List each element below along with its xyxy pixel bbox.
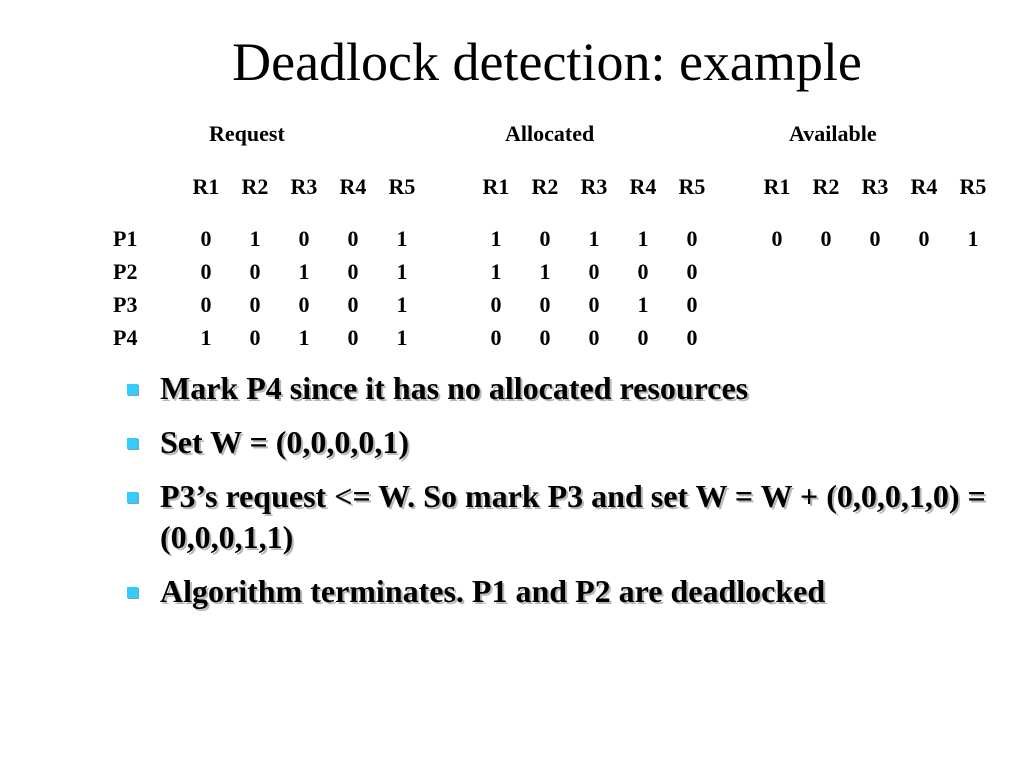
allocated-cell: 0	[588, 292, 600, 317]
allocated-cell: 1	[490, 259, 502, 284]
available-label: Available	[789, 121, 877, 146]
request-cell: 0	[249, 259, 261, 284]
process-label: P1	[113, 226, 138, 251]
allocated-resource-header: R4	[629, 174, 657, 199]
allocated-cell: 0	[637, 259, 649, 284]
allocated-resource-header: R3	[580, 174, 608, 199]
square-bullet-icon	[127, 384, 138, 395]
request-cell: 0	[347, 259, 359, 284]
request-cell: 0	[347, 325, 359, 350]
allocated-cell: 0	[539, 292, 551, 317]
bullet-item: Mark P4 since it has no allocated resour…	[118, 368, 1008, 409]
request-cell: 1	[298, 325, 310, 350]
slide-title: Deadlock detection: example	[232, 32, 862, 92]
bullet-item: Algorithm terminates. P1 and P2 are dead…	[118, 571, 1008, 612]
process-label: P2	[113, 259, 138, 284]
available-resource-header: R2	[812, 174, 840, 199]
request-cell: 0	[200, 226, 212, 251]
available-resource-header: R3	[861, 174, 889, 199]
request-cell: 1	[200, 325, 212, 350]
request-resource-header: R1	[192, 174, 220, 199]
allocated-cell: 0	[588, 325, 600, 350]
allocated-resource-header: R1	[482, 174, 510, 199]
request-cell: 0	[347, 292, 359, 317]
bullet-text: Algorithm terminates. P1 and P2 are dead…	[160, 573, 826, 609]
available-resource-header: R1	[763, 174, 791, 199]
allocated-resource-header: R2	[531, 174, 559, 199]
allocated-cell: 1	[637, 226, 649, 251]
allocated-label: Allocated	[505, 121, 595, 146]
request-cell: 1	[396, 259, 408, 284]
allocated-cell: 0	[539, 226, 551, 251]
available-resource-header: R4	[910, 174, 938, 199]
square-bullet-icon	[127, 587, 138, 598]
bullet-item: Set W = (0,0,0,0,1)	[118, 422, 1008, 463]
available-cell: 0	[918, 226, 930, 251]
request-cell: 1	[396, 226, 408, 251]
allocated-cell: 1	[539, 259, 551, 284]
request-cell: 1	[396, 292, 408, 317]
available-cell: 0	[771, 226, 783, 251]
allocated-cell: 0	[588, 259, 600, 284]
request-cell: 1	[298, 259, 310, 284]
available-cell: 1	[967, 226, 979, 251]
request-cell: 1	[396, 325, 408, 350]
allocated-cell: 0	[637, 325, 649, 350]
request-cell: 0	[298, 226, 310, 251]
request-cell: 0	[249, 325, 261, 350]
available-cell: 0	[869, 226, 881, 251]
bullet-item: P3’s request <= W. So mark P3 and set W …	[118, 476, 1008, 558]
request-cell: 0	[200, 259, 212, 284]
bullet-text: P3’s request <= W. So mark P3 and set W …	[160, 478, 986, 555]
request-resource-header: R2	[241, 174, 269, 199]
allocated-cell: 0	[686, 292, 698, 317]
request-cell: 1	[249, 226, 261, 251]
request-label: Request	[209, 121, 285, 146]
available-cell: 0	[820, 226, 832, 251]
allocated-cell: 0	[490, 325, 502, 350]
process-label: P3	[113, 292, 138, 317]
bullet-text: Mark P4 since it has no allocated resour…	[160, 370, 749, 406]
allocated-cell: 1	[637, 292, 649, 317]
allocated-resource-header: R5	[678, 174, 706, 199]
allocated-cell: 0	[490, 292, 502, 317]
allocated-cell: 1	[588, 226, 600, 251]
bullet-list: Mark P4 since it has no allocated resour…	[118, 368, 1008, 625]
request-cell: 0	[249, 292, 261, 317]
available-resource-header: R5	[959, 174, 987, 199]
request-resource-header: R5	[388, 174, 416, 199]
square-bullet-icon	[127, 492, 138, 503]
process-label: P4	[113, 325, 138, 350]
request-cell: 0	[298, 292, 310, 317]
allocated-cell: 0	[686, 325, 698, 350]
allocated-cell: 1	[490, 226, 502, 251]
request-resource-header: R4	[339, 174, 367, 199]
allocated-cell: 0	[686, 259, 698, 284]
allocated-cell: 0	[686, 226, 698, 251]
allocated-cell: 0	[539, 325, 551, 350]
bullet-text: Set W = (0,0,0,0,1)	[160, 424, 410, 460]
request-cell: 0	[200, 292, 212, 317]
square-bullet-icon	[127, 438, 138, 449]
request-cell: 0	[347, 226, 359, 251]
request-resource-header: R3	[290, 174, 318, 199]
